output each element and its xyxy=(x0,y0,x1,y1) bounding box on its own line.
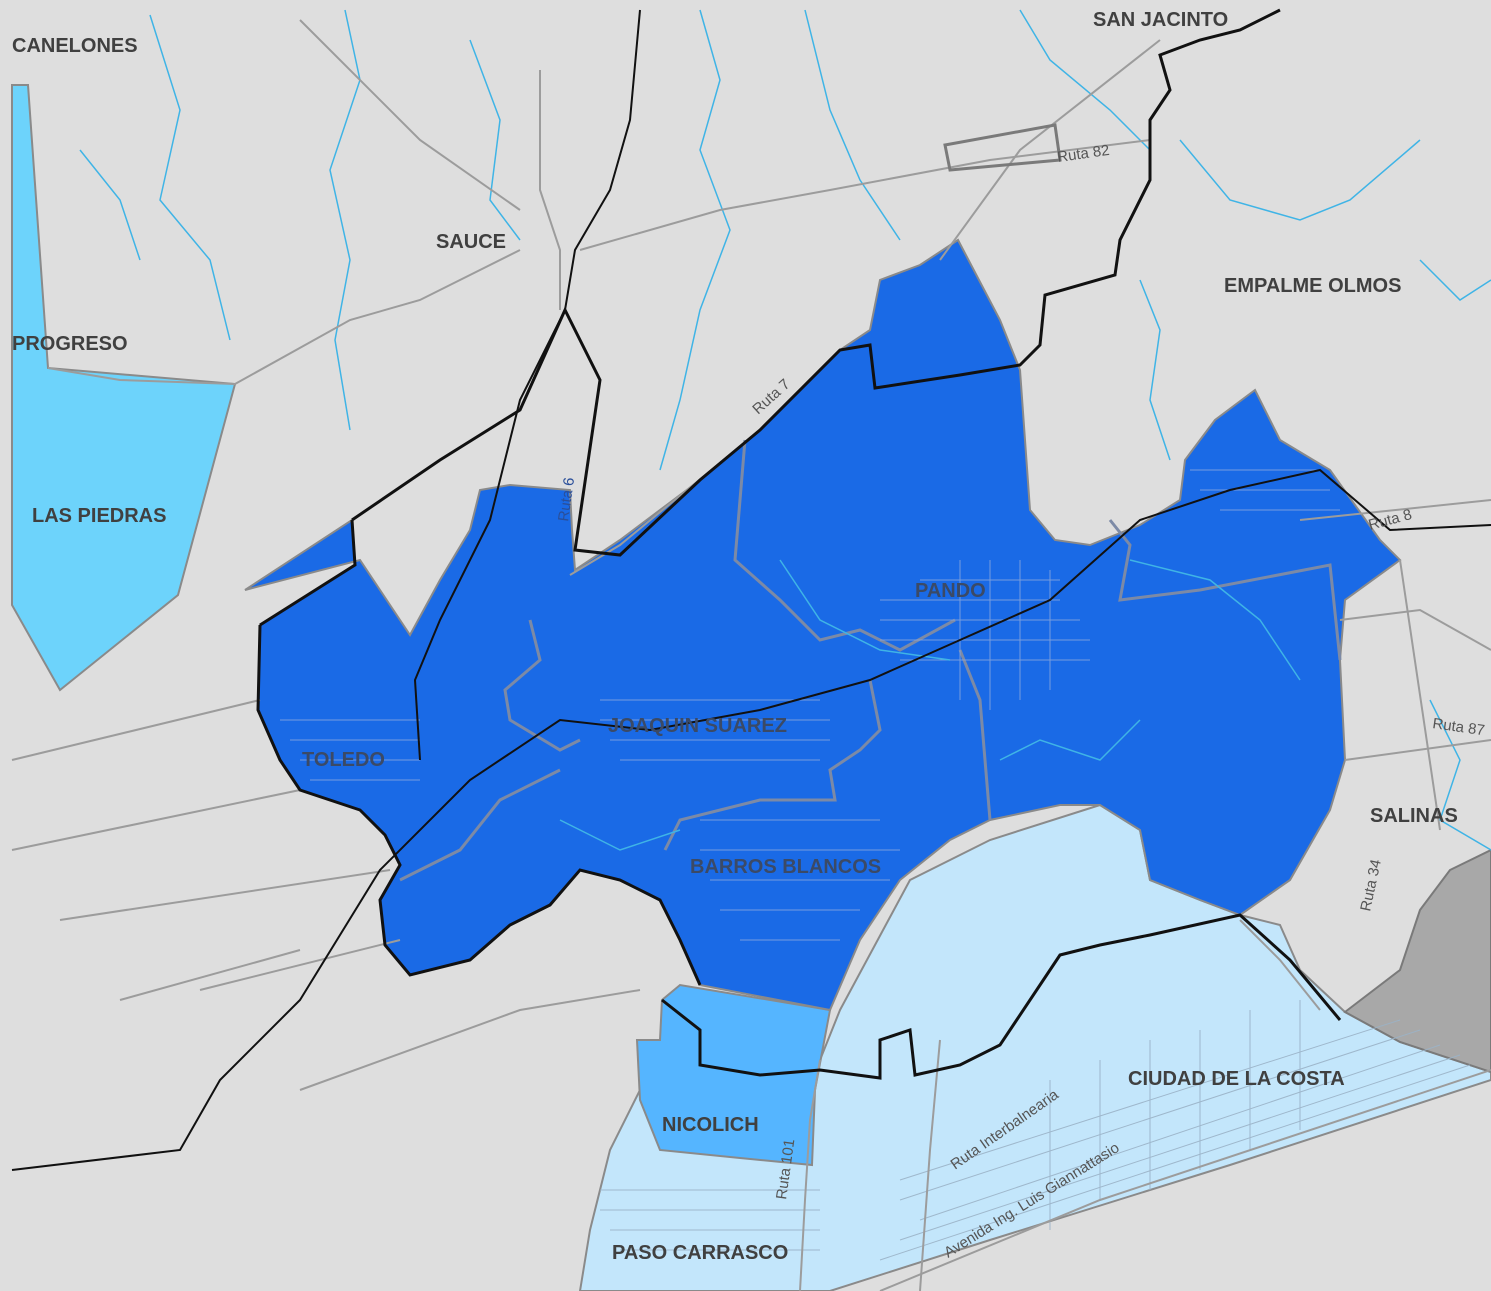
urban-street-texture xyxy=(280,469,1340,941)
rivers xyxy=(79,9,1491,851)
coastal-street-texture xyxy=(600,1000,1471,1261)
salinas-urban-area[interactable] xyxy=(1343,848,1491,1074)
san-jacinto-outline xyxy=(943,123,1062,172)
place-label-san-jacinto: SAN JACINTO xyxy=(1093,9,1228,31)
place-label-nicolich: NICOLICH xyxy=(662,1114,759,1136)
place-label-empalme-olmos: EMPALME OLMOS xyxy=(1224,275,1401,297)
railway xyxy=(11,9,1491,1171)
place-label-toledo: TOLEDO xyxy=(302,749,385,771)
place-label-sauce: SAUCE xyxy=(436,231,506,253)
municipality-boundaries xyxy=(256,8,1342,1080)
place-label-salinas: SALINAS xyxy=(1370,805,1458,827)
nicolich-region[interactable] xyxy=(635,983,832,1167)
place-label-progreso: PROGRESO xyxy=(12,333,128,355)
place-label-barros-blancos: BARROS BLANCOS xyxy=(690,856,881,878)
place-label-joaquin-suarez: JOAQUIN SUAREZ xyxy=(608,715,787,737)
las-piedras-region[interactable] xyxy=(11,84,237,692)
place-label-pando: PANDO xyxy=(915,580,986,602)
place-label-paso-carrasco: PASO CARRASCO xyxy=(612,1242,788,1264)
road-label-ruta-6: Ruta 6 xyxy=(555,476,578,522)
place-labels: CANELONES SAN JACINTO SAUCE EMPALME OLMO… xyxy=(12,9,1458,1264)
place-label-canelones: CANELONES xyxy=(12,35,138,57)
roads xyxy=(11,19,1491,1291)
place-label-las-piedras: LAS PIEDRAS xyxy=(32,505,166,527)
place-label-ciudad-de-la-costa: CIUDAD DE LA COSTA xyxy=(1128,1068,1345,1090)
internal-boundaries xyxy=(399,439,1342,882)
